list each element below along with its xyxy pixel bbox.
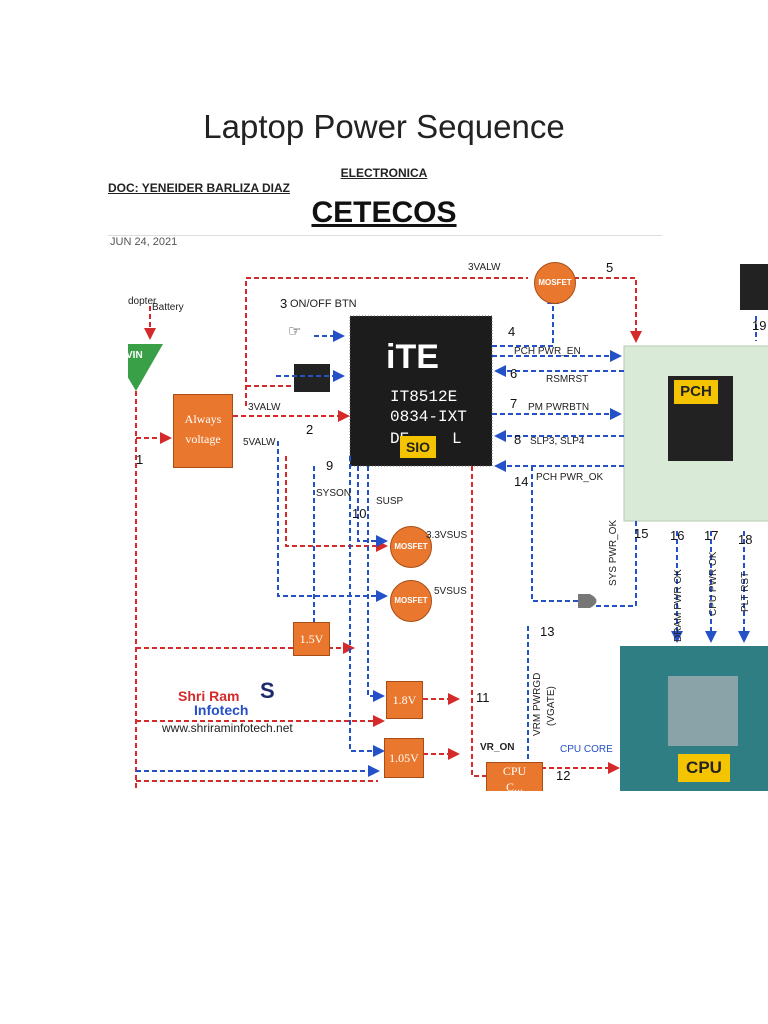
syson-label: SYSON bbox=[316, 488, 352, 499]
logo-url[interactable]: www.shriraminfotech.net bbox=[162, 721, 293, 735]
vrm-pwrgd-label: VRM PWRGD bbox=[532, 672, 543, 736]
step-1: 1 bbox=[136, 452, 144, 467]
dram-pwr-ok-label: DRAM PWR OK bbox=[673, 569, 684, 642]
step-5: 5 bbox=[606, 260, 614, 275]
on-off-label: ON/OFF BTN bbox=[290, 298, 357, 310]
mosfet-5vsus: MOSFET bbox=[390, 580, 432, 622]
sio-label: SIO bbox=[400, 436, 436, 458]
author-link[interactable]: DOC: YENEIDER BARLIZA DIAZ bbox=[108, 181, 291, 195]
sys-pwr-ok-label: SYS PWR_OK bbox=[608, 519, 619, 586]
step-4: 4 bbox=[508, 324, 516, 339]
rail-1-5v: 1.5V bbox=[293, 622, 330, 656]
step-6: 6 bbox=[510, 366, 518, 381]
pm-pwrbtn-label: PM PWRBTN bbox=[528, 402, 590, 413]
step-2: 2 bbox=[306, 422, 314, 437]
valw3-label: 3VALW bbox=[248, 402, 281, 413]
logo-icon: S bbox=[260, 678, 275, 703]
step-8: 8 bbox=[514, 432, 522, 447]
cpu-regulator-box: CPU C... bbox=[486, 762, 543, 791]
step-10: 10 bbox=[352, 506, 367, 521]
pch-pwr-ok-label: PCH PWR_OK bbox=[536, 472, 604, 483]
plt-rst-label: PLT RST bbox=[740, 571, 751, 612]
pch-label: PCH bbox=[674, 380, 718, 404]
step-11: 11 bbox=[476, 690, 490, 705]
divider bbox=[108, 235, 662, 236]
cpu-label: CPU bbox=[678, 754, 730, 782]
step-16: 16 bbox=[670, 528, 685, 543]
step-17: 17 bbox=[704, 528, 719, 543]
rail-1-05v: 1.05V bbox=[384, 738, 424, 778]
rsmrst-label: RSMRST bbox=[546, 374, 589, 385]
sio-part: IT8512E bbox=[390, 388, 458, 406]
valw3-top-label: 3VALW bbox=[468, 262, 501, 273]
step-9: 9 bbox=[326, 458, 334, 473]
logo-line1: Shri Ram bbox=[178, 688, 240, 704]
step-14: 14 bbox=[514, 474, 529, 489]
vsus5-label: 5VSUS bbox=[434, 586, 467, 597]
cpu-regulator-label: CPU bbox=[502, 764, 527, 778]
power-sequence-diagram: dopter Battery VIN 8volt Always voltage … bbox=[128, 256, 768, 791]
mosfet-33vsus: MOSFET bbox=[390, 526, 432, 568]
page-title: Laptop Power Sequence bbox=[203, 108, 565, 145]
ite-logo: iTE bbox=[386, 338, 439, 376]
sio-code: 0834-IXT bbox=[390, 408, 467, 426]
mosfet-5: MOSFET bbox=[534, 262, 576, 304]
logo-line2: Infotech bbox=[194, 702, 249, 718]
vgate-label: (VGATE) bbox=[546, 686, 557, 726]
pch-pwr-en-label: PCH PWR_EN bbox=[514, 346, 581, 357]
always-voltage-box: Always voltage bbox=[173, 394, 233, 468]
slp-label: SLP3, SLP4 bbox=[530, 436, 585, 447]
rail-1-8v: 1.8V bbox=[386, 681, 423, 719]
step-12: 12 bbox=[556, 768, 571, 783]
cpu-core-label: CPU CORE bbox=[560, 744, 613, 755]
publish-date: JUN 24, 2021 bbox=[110, 236, 178, 248]
step-18: 18 bbox=[738, 532, 753, 547]
sio-row3-right: L bbox=[452, 430, 462, 448]
step-19: 19 bbox=[752, 318, 767, 333]
cpu-regulator-cut: C... bbox=[505, 780, 523, 791]
step-3: 3 bbox=[280, 296, 288, 311]
vr-on-label: VR_ON bbox=[480, 742, 515, 753]
category-link[interactable]: ELECTRONICA bbox=[340, 166, 428, 180]
vsus33-label: 3.3VSUS bbox=[426, 530, 468, 541]
step-7: 7 bbox=[510, 396, 518, 411]
step-15: 15 bbox=[634, 526, 649, 541]
battery-label: Battery bbox=[152, 302, 184, 313]
cpu-pwr-ok-label: CPU PWR OK bbox=[708, 551, 719, 616]
site-link[interactable]: CETECOS bbox=[311, 196, 457, 229]
adapter-label: dopter bbox=[128, 296, 157, 307]
step-13: 13 bbox=[540, 624, 555, 639]
susp-label: SUSP bbox=[376, 496, 404, 507]
valw5-label: 5VALW bbox=[243, 437, 276, 448]
power-button-icon: ☞ bbox=[288, 323, 302, 340]
vin-label: VIN bbox=[128, 350, 143, 361]
